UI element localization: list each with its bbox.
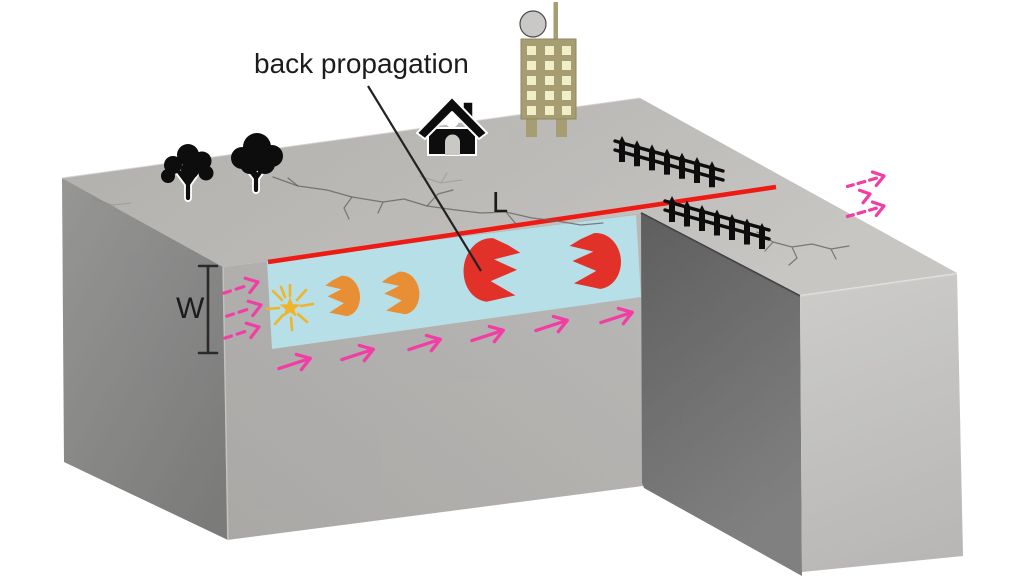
outflow-arrow xyxy=(845,170,886,189)
width-label: W xyxy=(176,292,205,325)
antenna-ball xyxy=(519,10,547,38)
tree-icon xyxy=(231,133,283,194)
outflow-arrows xyxy=(845,170,886,219)
hypocenter-starburst-icon xyxy=(265,283,315,332)
hypocenter-star xyxy=(279,297,301,317)
inflow-arrows xyxy=(222,276,263,340)
house-roof xyxy=(416,96,488,140)
slip-arrow xyxy=(534,314,569,334)
slip-arrows xyxy=(277,306,634,372)
building-icon xyxy=(519,2,577,137)
surface-rupture-trace-line xyxy=(267,184,777,265)
outflow-arrow xyxy=(845,200,886,219)
house-door xyxy=(445,134,460,155)
inflow-arrow xyxy=(223,321,261,340)
outflow-arrow xyxy=(857,188,872,205)
inflow-arrow xyxy=(222,276,260,295)
building-windows xyxy=(527,46,571,115)
fault-plane-band xyxy=(267,215,641,349)
building-leg xyxy=(556,119,567,137)
slip-arrow xyxy=(470,324,505,344)
width-bracket xyxy=(197,264,219,355)
leader-line xyxy=(367,85,482,272)
slip-arrow xyxy=(599,306,634,326)
inflow-arrow xyxy=(225,299,263,318)
slip-arrow xyxy=(340,343,375,363)
building-leg xyxy=(526,119,537,137)
slip-arrow xyxy=(277,352,312,372)
tree-icon xyxy=(161,144,214,202)
antenna-mast xyxy=(553,2,558,42)
house-window xyxy=(445,114,459,128)
fault-plane xyxy=(265,215,641,349)
slip-arrow xyxy=(407,333,442,353)
fence-icon-near xyxy=(663,196,771,249)
house-icon xyxy=(416,96,488,156)
fence-icon-far xyxy=(613,136,725,188)
length-label: L xyxy=(492,187,508,219)
back-propagation-label: back propagation xyxy=(254,48,469,79)
